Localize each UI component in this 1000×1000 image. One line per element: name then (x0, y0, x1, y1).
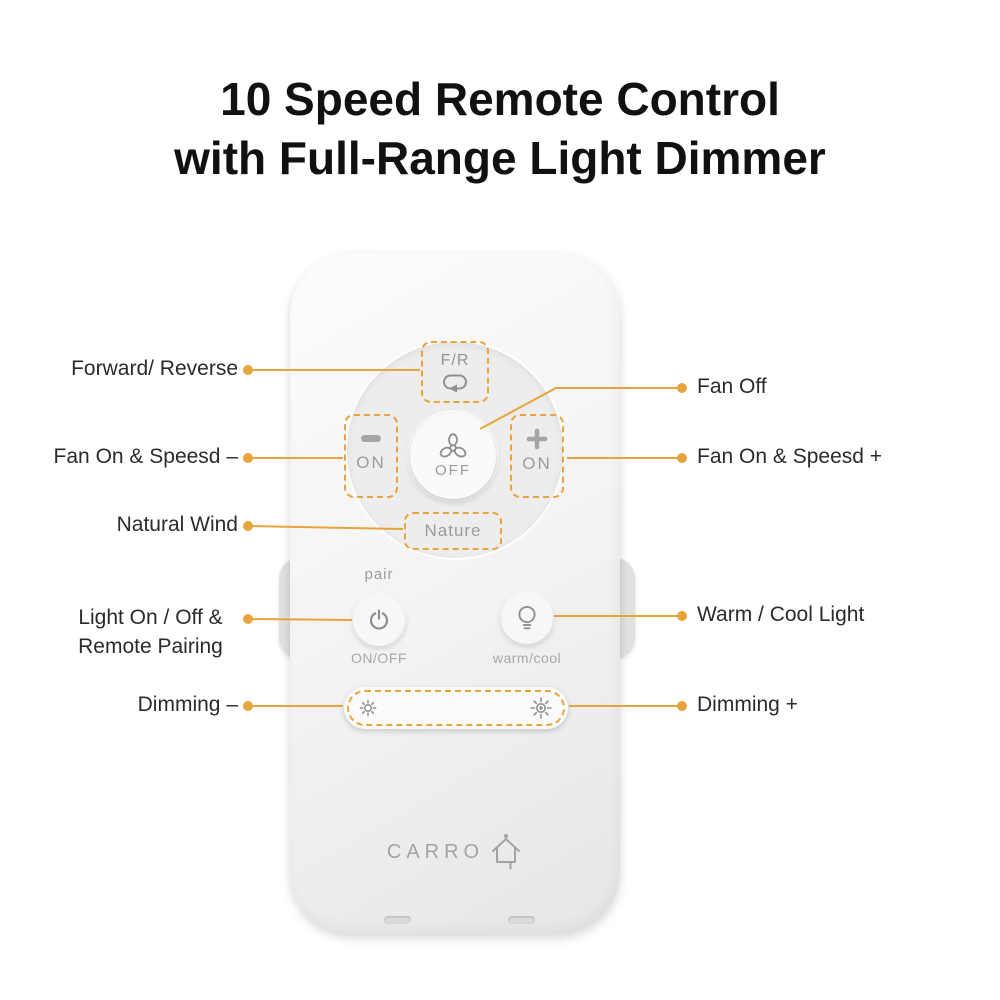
bottom-slot-right (508, 916, 535, 924)
bottom-slot-left (384, 916, 411, 924)
nature-button: Nature (404, 512, 502, 550)
callout-light-pairing-line-1: Light On / Off & (78, 606, 223, 629)
plus-icon (526, 428, 548, 450)
brand-text: CARRO (386, 840, 485, 863)
nature-button-label: Nature (424, 521, 482, 540)
fan-speed-up-label: ON (522, 454, 552, 473)
callout-dimming-down: Dimming – (137, 693, 238, 716)
power-icon (369, 609, 389, 630)
forward-reverse-button: F/R (421, 341, 489, 403)
brand-logo: CARRO (380, 830, 530, 874)
callout-natural-wind: Natural Wind (116, 513, 238, 536)
light-button-caption: ON/OFF (351, 650, 407, 666)
fan-speed-down-label: ON (356, 453, 386, 472)
callout-fan-speed-down: Fan On & Speesd – (53, 445, 238, 468)
minus-icon (361, 435, 381, 442)
title-line-2: with Full-Range Light Dimmer (174, 132, 826, 184)
fan-icon (439, 433, 467, 458)
warm-cool-button-caption: warm/cool (492, 650, 562, 666)
brightness-low-icon (359, 699, 377, 717)
warm-cool-button (501, 592, 553, 644)
callout-light-pairing: Light On / Off & Remote Pairing (58, 603, 243, 661)
page-title: 10 Speed Remote Control with Full-Range … (0, 70, 1000, 188)
fan-speed-down-button: ON (344, 414, 398, 498)
house-logo-icon (492, 834, 521, 870)
callout-dimming-up: Dimming + (697, 693, 798, 716)
brightness-high-icon (530, 697, 552, 719)
dimmer-bar (344, 687, 568, 729)
callout-light-pairing-line-2: Remote Pairing (78, 635, 223, 658)
callout-warm-cool: Warm / Cool Light (697, 603, 865, 626)
light-onoff-button (353, 594, 405, 646)
callout-forward-reverse: Forward/ Reverse (71, 357, 238, 380)
fan-speed-up-button: ON (510, 414, 564, 498)
loop-arrow-icon (443, 374, 467, 392)
title-line-1: 10 Speed Remote Control (220, 73, 780, 125)
callout-fan-speed-up: Fan On & Speesd + (697, 445, 883, 468)
fan-off-button: OFF (410, 413, 496, 499)
pair-label: pair (364, 566, 394, 583)
forward-reverse-button-label: F/R (440, 351, 470, 369)
callout-fan-off: Fan Off (697, 375, 767, 398)
bulb-icon (518, 605, 536, 630)
fan-off-button-label: OFF (435, 462, 471, 479)
